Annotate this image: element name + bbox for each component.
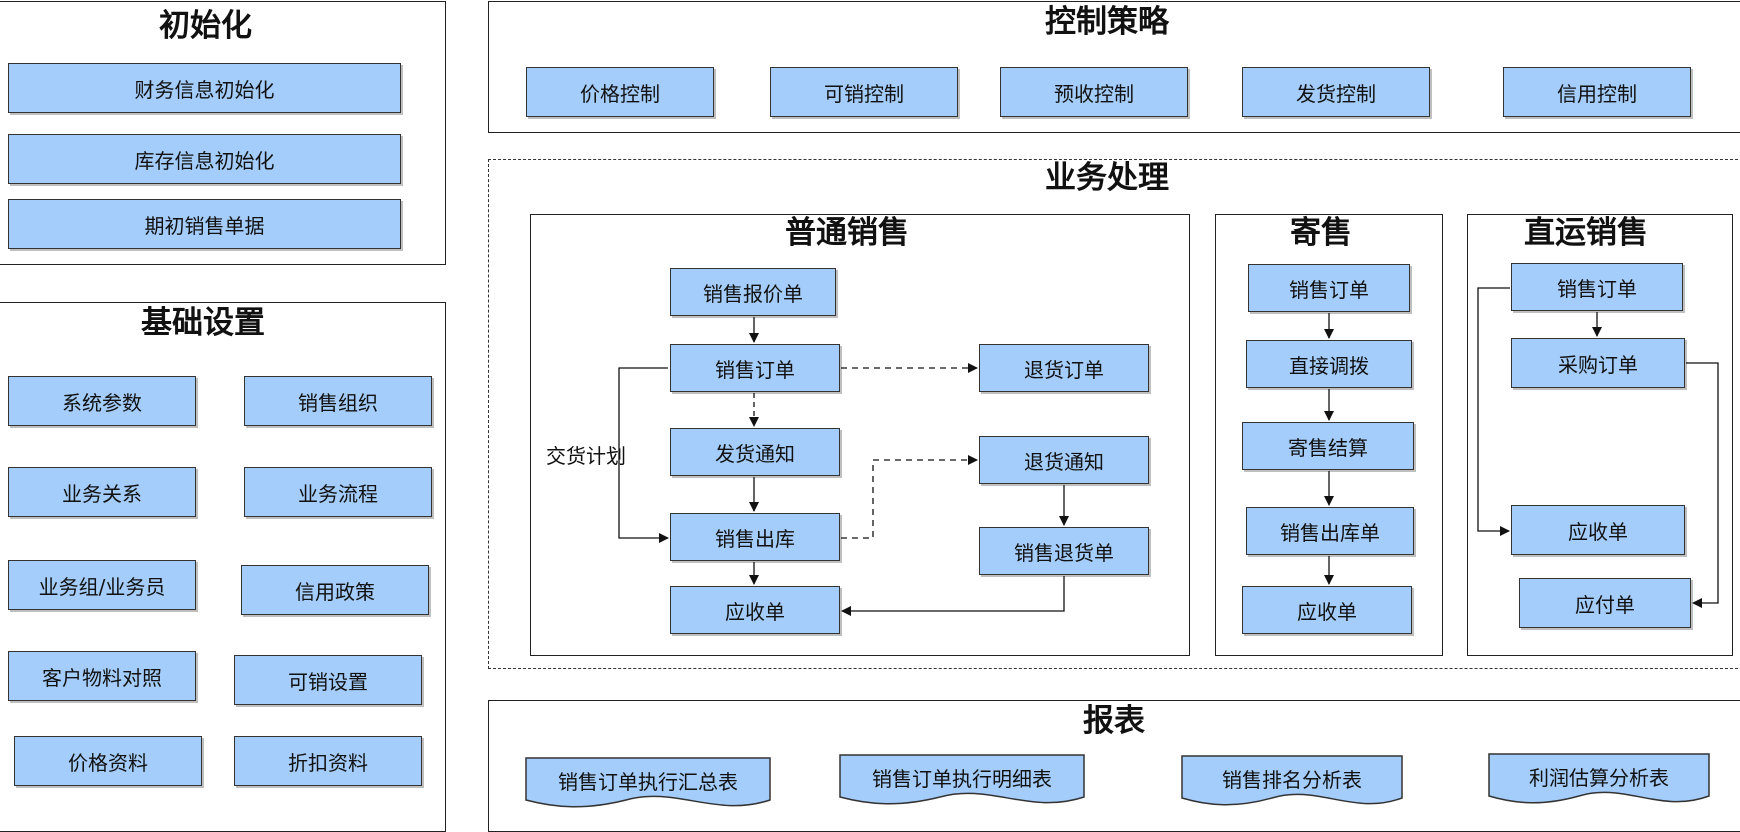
normal-notice[interactable]: 发货通知 (670, 428, 840, 476)
delivery-plan-label: 交货计划 (546, 444, 626, 468)
consign-receivable[interactable]: 应收单 (1242, 586, 1412, 634)
basic-item-biz-relation[interactable]: 业务关系 (8, 467, 196, 517)
normal-return-doc[interactable]: 销售退货单 (979, 527, 1149, 575)
report-profit[interactable]: 利润估算分析表 (1488, 753, 1710, 806)
report-order-summary[interactable]: 销售订单执行汇总表 (525, 757, 771, 810)
direct-order[interactable]: 销售订单 (1511, 263, 1683, 311)
document-shape-icon (525, 757, 771, 808)
init-item-finance[interactable]: 财务信息初始化 (8, 63, 401, 113)
consign-transfer[interactable]: 直接调拨 (1246, 340, 1412, 388)
init-item-opening-docs[interactable]: 期初销售单据 (8, 199, 401, 249)
document-shape-icon (839, 754, 1085, 805)
basic-item-biz-group[interactable]: 业务组/业务员 (8, 560, 196, 610)
report-order-detail[interactable]: 销售订单执行明细表 (839, 754, 1085, 807)
control-item-delivery[interactable]: 发货控制 (1242, 67, 1430, 117)
report-label: 销售订单执行明细表 (872, 767, 1052, 791)
basic-title: 基础设置 (141, 305, 265, 341)
direct-payable[interactable]: 应付单 (1519, 578, 1691, 628)
reports-title: 报表 (1083, 703, 1145, 739)
business-panel: 业务处理 (488, 159, 1740, 669)
basic-item-discount-data[interactable]: 折扣资料 (234, 736, 422, 786)
control-item-credit[interactable]: 信用控制 (1503, 67, 1691, 117)
report-label: 销售订单执行汇总表 (558, 770, 738, 794)
report-label: 销售排名分析表 (1222, 768, 1362, 792)
basic-item-salable-setting[interactable]: 可销设置 (234, 655, 422, 705)
normal-sales-panel: 普通销售 (530, 214, 1190, 656)
control-item-prepay[interactable]: 预收控制 (1000, 67, 1188, 117)
normal-outbound[interactable]: 销售出库 (670, 513, 840, 561)
direct-purchase[interactable]: 采购订单 (1511, 338, 1685, 388)
report-label: 利润估算分析表 (1529, 766, 1669, 790)
control-item-price[interactable]: 价格控制 (526, 67, 714, 117)
business-title: 业务处理 (1045, 160, 1169, 196)
basic-item-system-params[interactable]: 系统参数 (8, 376, 196, 426)
control-item-salable[interactable]: 可销控制 (770, 67, 958, 117)
normal-order[interactable]: 销售订单 (670, 344, 840, 392)
normal-return-notice[interactable]: 退货通知 (979, 436, 1149, 484)
normal-return-order[interactable]: 退货订单 (979, 344, 1149, 392)
basic-item-credit-policy[interactable]: 信用政策 (241, 565, 429, 615)
basic-item-price-data[interactable]: 价格资料 (14, 736, 202, 786)
init-title: 初始化 (159, 8, 252, 44)
basic-item-biz-flow[interactable]: 业务流程 (244, 467, 432, 517)
normal-sales-title: 普通销售 (785, 215, 909, 251)
normal-quote[interactable]: 销售报价单 (670, 268, 836, 316)
init-item-inventory[interactable]: 库存信息初始化 (8, 134, 401, 184)
normal-receivable[interactable]: 应收单 (670, 586, 840, 634)
direct-receivable[interactable]: 应收单 (1511, 505, 1685, 555)
control-title: 控制策略 (1045, 4, 1169, 40)
basic-item-sales-org[interactable]: 销售组织 (244, 376, 432, 426)
consign-outbound[interactable]: 销售出库单 (1246, 507, 1414, 555)
consign-settlement[interactable]: 寄售结算 (1242, 422, 1414, 470)
consign-title: 寄售 (1290, 215, 1352, 251)
direct-title: 直运销售 (1524, 215, 1648, 251)
document-shape-icon (1181, 755, 1403, 806)
consign-order[interactable]: 销售订单 (1248, 264, 1410, 312)
basic-item-customer-material[interactable]: 客户物料对照 (8, 651, 196, 701)
document-shape-icon (1488, 753, 1710, 804)
report-ranking[interactable]: 销售排名分析表 (1181, 755, 1403, 808)
